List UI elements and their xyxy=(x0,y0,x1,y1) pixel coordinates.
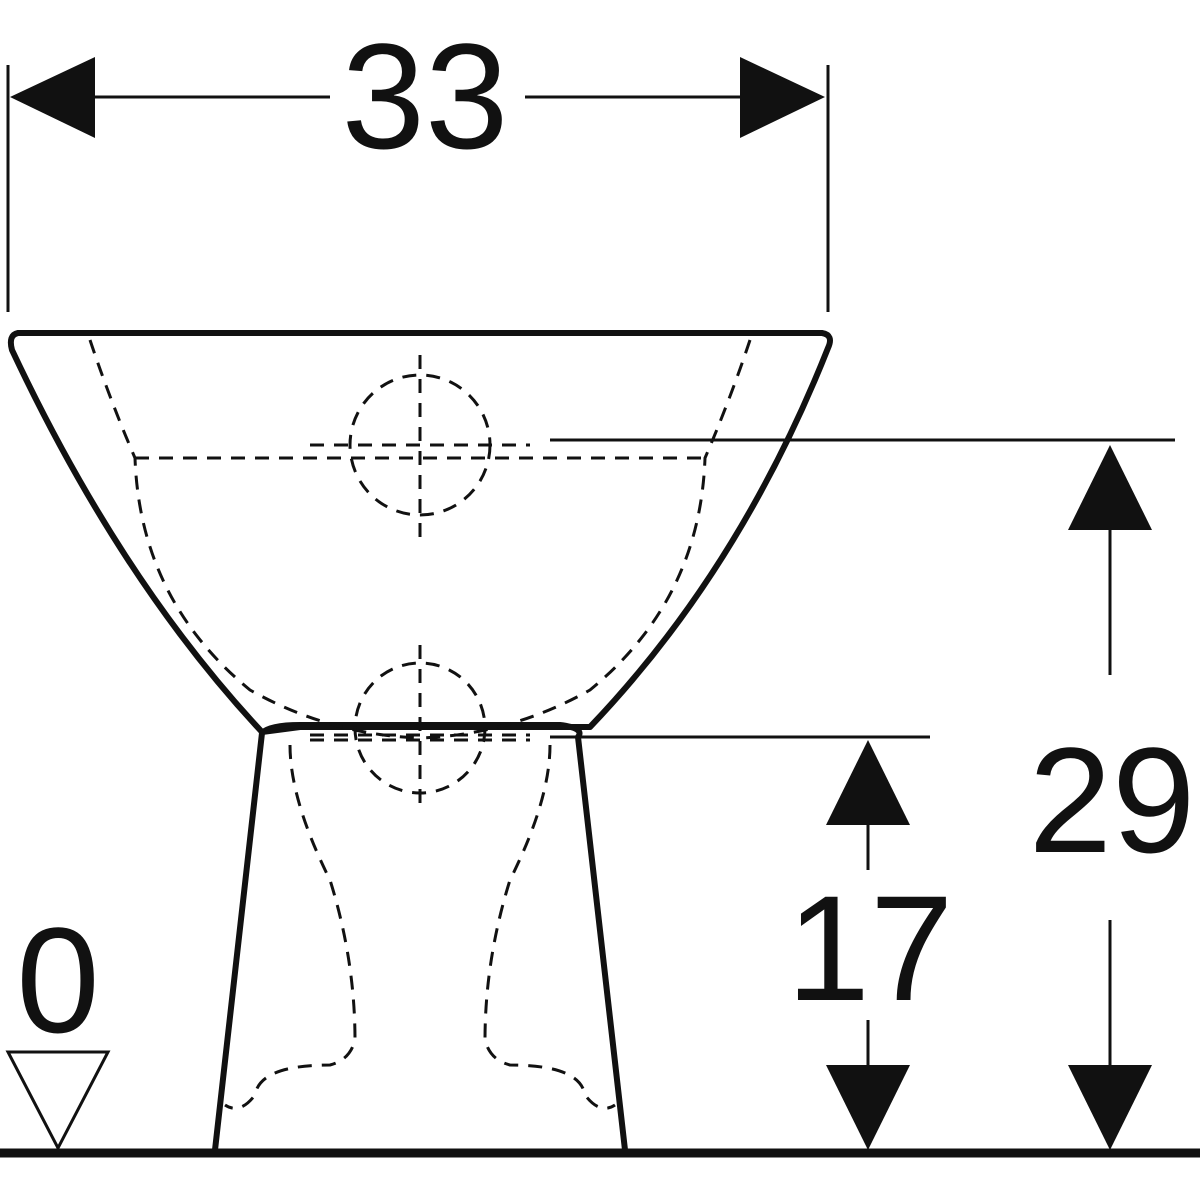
width-dimension: 33 xyxy=(6,12,830,312)
arrow-up-icon xyxy=(1068,445,1152,530)
arrow-left-icon xyxy=(10,57,95,138)
outlet-height-dimension: 17 xyxy=(550,735,954,1150)
bowl-height-dimension: 29 xyxy=(550,438,1196,1150)
arrow-down-icon xyxy=(1068,1065,1152,1150)
arrow-right-icon xyxy=(740,57,825,138)
outlet-height-label: 17 xyxy=(787,864,954,1032)
floor-level-marker: 0 xyxy=(5,896,111,1152)
width-label: 33 xyxy=(342,12,509,180)
floor-level-label: 0 xyxy=(16,896,99,1064)
level-triangle-icon xyxy=(5,1050,111,1152)
arrow-up-icon xyxy=(826,740,910,825)
bowl-height-label: 29 xyxy=(1029,716,1196,884)
arrow-down-icon xyxy=(826,1065,910,1150)
hidden-lines xyxy=(88,339,752,1110)
pedestal-outline xyxy=(212,722,628,1153)
